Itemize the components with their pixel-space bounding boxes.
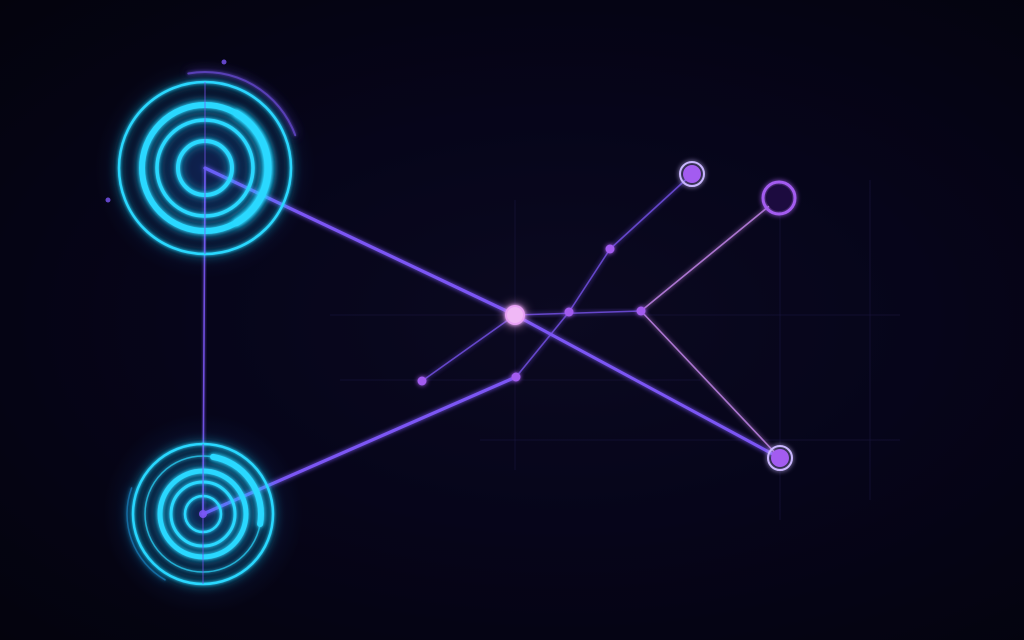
hub-bottom-arc xyxy=(126,487,166,581)
hub-bottom xyxy=(103,414,303,614)
accent-dot xyxy=(221,59,227,65)
node-upper-mid xyxy=(605,244,615,254)
edge-upper-mid-to-top-right-a xyxy=(609,173,693,250)
hub-top-arc xyxy=(187,71,297,137)
node-junction xyxy=(636,306,646,316)
node-lower-mid xyxy=(511,372,521,382)
accent-dot xyxy=(105,197,111,203)
hub-top xyxy=(95,58,315,278)
background-grid xyxy=(330,180,900,520)
edge-center-right-to-upper-mid xyxy=(568,248,611,313)
edge-junction-to-top-right-b xyxy=(640,197,780,312)
node-top-right-b xyxy=(761,180,797,216)
node-center-right xyxy=(564,307,574,317)
edge-lower-mid-to-center-right xyxy=(515,311,570,378)
node-bottom-right xyxy=(767,445,793,471)
edge-junction-to-bottom-right xyxy=(640,310,781,459)
node-layer xyxy=(105,59,797,471)
edge-center-to-junction xyxy=(514,310,642,316)
hub-bottom-arc xyxy=(210,453,264,528)
edge-mid-left-to-center xyxy=(421,314,516,382)
hub-bottom-center-dot xyxy=(199,510,207,518)
hub-layer xyxy=(95,58,315,614)
node-mid-left xyxy=(417,376,427,386)
hub-top-arc xyxy=(233,109,272,227)
node-center xyxy=(505,305,525,325)
edge-center-to-bottom-right xyxy=(513,313,782,460)
node-top-right-a xyxy=(679,161,705,187)
